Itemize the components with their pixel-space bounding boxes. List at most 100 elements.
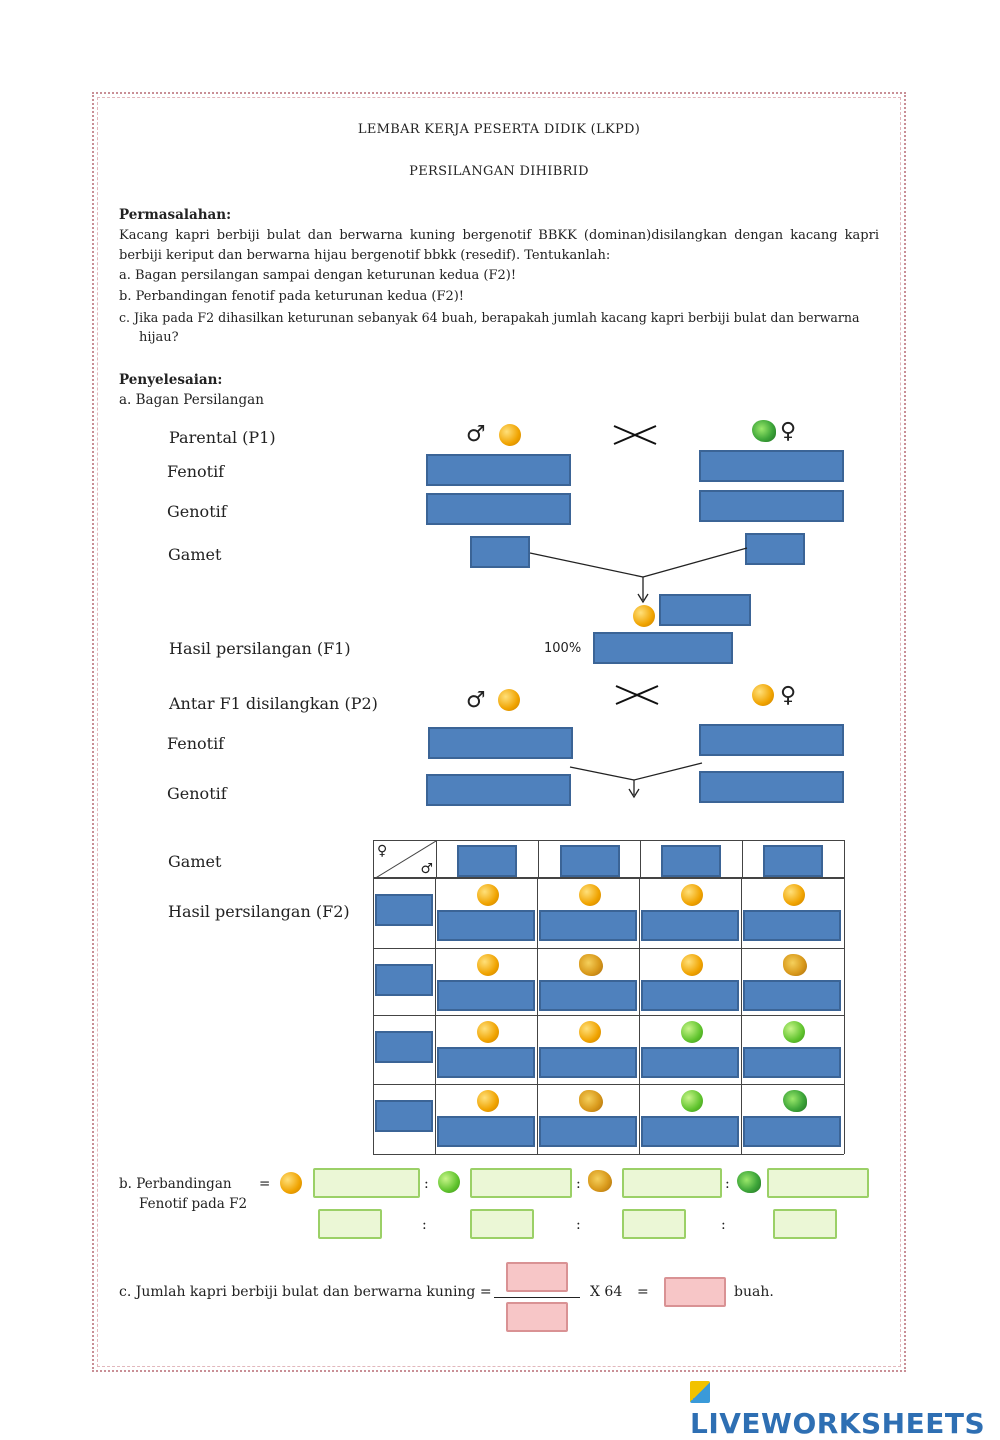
f2-genotype-box[interactable] — [437, 1116, 535, 1147]
round-yellow-pea-icon — [681, 884, 703, 906]
cross-icon — [613, 425, 657, 445]
gamet-female-box-4[interactable] — [375, 1100, 433, 1132]
gamet-female-box-1[interactable] — [375, 894, 433, 926]
f2-genotype-box[interactable] — [743, 1116, 841, 1147]
wrinkled-green-pea-icon — [752, 420, 776, 442]
ratio-separator: : — [422, 1217, 427, 1233]
gamet-male-box-2[interactable] — [560, 845, 620, 877]
problem-item-c-cont: hijau? — [139, 330, 179, 345]
percent-label: 100% — [544, 641, 582, 656]
f2-genotype-box[interactable] — [437, 980, 535, 1011]
f2-genotype-box[interactable] — [641, 910, 739, 941]
gamet-header-cell — [640, 840, 743, 879]
result-input[interactable] — [664, 1277, 726, 1307]
f1-round-yellow-pea-icon — [633, 605, 655, 627]
f2-genotype-box[interactable] — [743, 980, 841, 1011]
ratio-separator: : — [721, 1217, 726, 1233]
f1-genotif-box[interactable] — [659, 594, 751, 626]
fraction-denominator-input[interactable] — [506, 1302, 568, 1332]
worksheet-subtitle: PERSILANGAN DIHIBRID — [409, 164, 589, 179]
gamet-male-box-4[interactable] — [763, 845, 823, 877]
punnett-square: ♀ ♂ — [373, 840, 845, 879]
f2-genotype-box[interactable] — [437, 910, 535, 941]
female-symbol-icon: ♀ — [780, 419, 797, 444]
wrinkled-yellow-pea-icon — [783, 954, 807, 976]
page-border-inner — [97, 97, 901, 1367]
corner-male-symbol: ♂ — [420, 861, 433, 877]
f2-genotype-box[interactable] — [743, 1047, 841, 1078]
p1-female-fenotif-box[interactable] — [699, 450, 844, 482]
gamet-header-cell — [742, 840, 845, 879]
gamet-header-cell — [538, 840, 641, 879]
round-yellow-pea-icon — [477, 954, 499, 976]
part-b-label-1: b. Perbandingan — [119, 1176, 232, 1192]
wrinkled-green-pea-icon — [783, 1090, 807, 1112]
female-symbol-icon: ♀ — [780, 683, 797, 708]
corner-female-symbol: ♀ — [377, 843, 388, 859]
male-symbol-icon: ♂ — [466, 422, 486, 447]
gamet-female-box-3[interactable] — [375, 1031, 433, 1063]
f1-fenotif-box[interactable] — [593, 632, 733, 664]
p2-male-fenotif-box[interactable] — [428, 727, 573, 759]
part-c-equals: = — [637, 1284, 649, 1300]
ratio-simplified-1[interactable] — [318, 1209, 382, 1239]
times-64: X 64 — [590, 1284, 623, 1300]
ratio-simplified-4[interactable] — [773, 1209, 837, 1239]
brand-text: LIVEWORKSHEETS — [690, 1407, 986, 1440]
label-f2: Hasil persilangan (F2) — [168, 902, 350, 921]
ratio-simplified-2[interactable] — [470, 1209, 534, 1239]
ratio-separator: : — [725, 1176, 730, 1192]
gamet-merge-arrow — [529, 547, 748, 604]
solution-heading: Penyelesaian: — [119, 372, 223, 388]
label-f1: Hasil persilangan (F1) — [169, 639, 351, 658]
ratio-wrinkled-yellow-count[interactable] — [622, 1168, 722, 1198]
ratio-separator: : — [576, 1217, 581, 1233]
male-symbol-icon: ♂ — [466, 688, 486, 713]
gamet-female-box-2[interactable] — [375, 964, 433, 996]
f2-genotype-box[interactable] — [641, 1047, 739, 1078]
p1-female-gamet-box[interactable] — [745, 533, 805, 565]
gamet-male-box-3[interactable] — [661, 845, 721, 877]
round-green-pea-icon — [783, 1021, 805, 1043]
f2-genotype-box[interactable] — [743, 910, 841, 941]
round-yellow-pea-icon — [280, 1172, 302, 1194]
p1-male-fenotif-box[interactable] — [426, 454, 571, 486]
f2-genotype-box[interactable] — [539, 980, 637, 1011]
round-yellow-pea-icon — [477, 1090, 499, 1112]
ratio-wrinkled-green-count[interactable] — [767, 1168, 869, 1198]
fraction-numerator-input[interactable] — [506, 1262, 568, 1292]
label-fenotif-2: Fenotif — [167, 734, 225, 753]
f2-genotype-box[interactable] — [539, 910, 637, 941]
f2-genotype-box[interactable] — [539, 1047, 637, 1078]
cross-icon — [615, 685, 659, 705]
ratio-simplified-3[interactable] — [622, 1209, 686, 1239]
p1-female-genotif-box[interactable] — [699, 490, 844, 522]
round-yellow-pea-icon — [752, 684, 774, 706]
p2-male-genotif-box[interactable] — [426, 774, 571, 806]
gamet-male-box-1[interactable] — [457, 845, 517, 877]
f2-genotype-box[interactable] — [437, 1047, 535, 1078]
unit-label: buah. — [734, 1284, 774, 1300]
p1-male-genotif-box[interactable] — [426, 493, 571, 525]
f2-genotype-box[interactable] — [641, 980, 739, 1011]
label-p2: Antar F1 disilangkan (P2) — [169, 694, 378, 713]
ratio-round-yellow-count[interactable] — [313, 1168, 420, 1198]
ratio-separator: : — [424, 1176, 429, 1192]
gamet-header-cell — [436, 840, 539, 879]
label-parental: Parental (P1) — [169, 428, 276, 447]
wrinkled-yellow-pea-icon — [588, 1170, 612, 1192]
punnett-corner: ♀ ♂ — [373, 840, 437, 879]
punnett-grid — [373, 877, 845, 1155]
ratio-round-green-count[interactable] — [470, 1168, 572, 1198]
p1-male-gamet-box[interactable] — [470, 536, 530, 568]
p2-female-genotif-box[interactable] — [699, 771, 844, 803]
part-b-label-2: Fenotif pada F2 — [139, 1196, 248, 1212]
round-green-pea-icon — [438, 1171, 460, 1193]
f2-genotype-box[interactable] — [539, 1116, 637, 1147]
wrinkled-yellow-pea-icon — [579, 1090, 603, 1112]
label-fenotif-1: Fenotif — [167, 462, 225, 481]
p2-female-fenotif-box[interactable] — [699, 724, 844, 756]
page-border — [92, 92, 906, 1372]
f2-genotype-box[interactable] — [641, 1116, 739, 1147]
round-yellow-pea-icon — [499, 424, 521, 446]
